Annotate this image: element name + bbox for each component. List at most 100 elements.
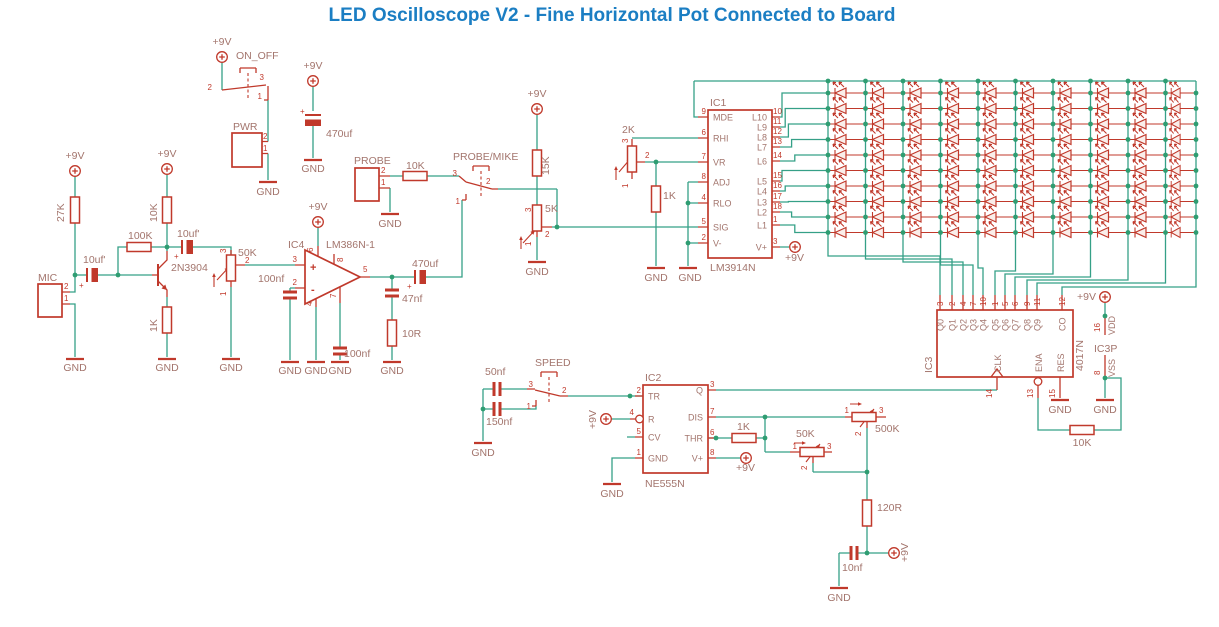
pin-num: 1 — [845, 406, 850, 415]
pin-num: 2 — [562, 386, 567, 395]
pot-50k-body — [225, 254, 237, 282]
p9v-label: +9V — [304, 60, 323, 72]
ic-name: IC3 — [923, 357, 935, 374]
ic-part: 4017N — [1074, 340, 1086, 371]
plus-mark: + — [174, 252, 179, 261]
cap-value: 100nf — [344, 348, 370, 360]
opamp-ic4 — [304, 248, 362, 306]
pin-num: 12 — [1058, 297, 1067, 306]
pin-num: 16 — [1093, 323, 1102, 332]
ic-part: LM3914N — [710, 262, 756, 274]
plus-mark: + — [407, 282, 412, 291]
cap-10nf — [849, 544, 859, 562]
pin-num: 13 — [1026, 389, 1035, 398]
resistor-1k-ref — [650, 185, 662, 213]
ic1-pin: L6 — [757, 157, 767, 167]
ic1-pin: MDE — [713, 113, 733, 123]
ic1-pin: VR — [713, 158, 726, 168]
gnd-label: GND — [471, 447, 495, 459]
pin-num: 9 — [1023, 301, 1032, 306]
pin-num: 11 — [773, 117, 782, 126]
res-value: 1K — [737, 421, 750, 433]
cap-value: 470uf — [412, 258, 438, 270]
pot-value: 2K — [622, 124, 635, 136]
ic3-4017 — [936, 309, 1074, 378]
ic3-pin: Q3 — [969, 319, 979, 331]
ic1-pin: L10 — [752, 113, 767, 123]
pin-num: 3 — [524, 207, 533, 212]
ic2-pin: THR — [685, 434, 704, 444]
ic1-lm3914 — [707, 109, 773, 259]
pin-num: 9 — [702, 107, 707, 116]
cap-470uf-out — [414, 269, 427, 285]
ic1-pin: L8 — [757, 133, 767, 143]
p9v-label: +9V — [309, 201, 328, 213]
pin-num: 2 — [800, 465, 809, 470]
pin-num: 2 — [645, 151, 650, 160]
plus-mark: + — [79, 281, 84, 290]
ic1-pin: RHI — [713, 134, 729, 144]
pin-num: 2 — [293, 278, 298, 287]
pin-num: 4 — [959, 301, 968, 306]
pin-num: 15 — [1048, 389, 1057, 398]
ic-name: IC4 — [288, 239, 305, 251]
ic2-pin: V+ — [692, 454, 703, 464]
pin-num: 1 — [773, 215, 778, 224]
cap-10uf-in — [86, 267, 99, 283]
ic1-pin: L3 — [757, 198, 767, 208]
pin-num: 14 — [985, 389, 994, 398]
pin-num: 1 — [991, 301, 1000, 306]
res-value: 10K — [148, 203, 160, 222]
pwr-label: PWR — [233, 121, 258, 133]
cap-value: 10uf' — [177, 228, 199, 240]
res-value: 1K — [663, 190, 676, 202]
cap-value: 100nf — [258, 273, 284, 285]
ic2-pin: CV — [648, 433, 661, 443]
transistor-label: 2N3904 — [171, 262, 208, 274]
cap-10uf-coupling — [181, 239, 194, 255]
on-off-label: ON_OFF — [236, 50, 279, 62]
gnd-label: GND — [1048, 404, 1072, 416]
pin-num: 3 — [453, 169, 458, 178]
pin-num: 7 — [329, 293, 338, 298]
ic3-pin: Q1 — [948, 319, 958, 331]
cap-value: 150nf — [486, 416, 512, 428]
plus-input: + — [310, 262, 316, 274]
pin-num: 5 — [1001, 301, 1010, 306]
pin-num: 4 — [305, 301, 314, 306]
ic2-ne555 — [642, 384, 709, 474]
minus-input: - — [311, 284, 315, 296]
pin-num: 2 — [245, 256, 250, 265]
pin-num: 2 — [637, 386, 642, 395]
pin-num: 5 — [363, 265, 368, 274]
ic3-pin: Q0 — [936, 319, 946, 331]
resistor-1k-555 — [731, 432, 757, 444]
ic1-pin: ADJ — [713, 178, 730, 188]
p9v-label: +9V — [66, 150, 85, 162]
mic-label: MIC — [38, 272, 58, 284]
cap-value: 470uf — [326, 128, 352, 140]
pin-num: 1 — [64, 294, 69, 303]
cap-value: 10nf — [842, 562, 863, 574]
gnd-label: GND — [301, 163, 325, 175]
ic-name: IC1 — [710, 97, 727, 109]
resistor-10k-ena — [1069, 424, 1095, 436]
ic2-pin: R — [648, 415, 655, 425]
ic1-pin: L4 — [757, 187, 767, 197]
vss-label: VSS — [1107, 359, 1117, 377]
probe-label: PROBE — [354, 155, 391, 167]
ic2-pin: DIS — [688, 413, 703, 423]
gnd-label: GND — [644, 272, 668, 284]
res-value: 10K — [406, 160, 425, 172]
pin-num: 17 — [773, 192, 782, 201]
ic1-pin: RLO — [713, 199, 732, 209]
pin-num: 13 — [773, 137, 782, 146]
pin-num: 11 — [1033, 297, 1042, 306]
probe-connector — [354, 167, 380, 202]
pot-value: 50K — [796, 428, 815, 440]
p9v-label: +9V — [736, 462, 755, 474]
cap-470uf-psu — [304, 114, 322, 127]
cap-value: 50nf — [485, 366, 506, 378]
